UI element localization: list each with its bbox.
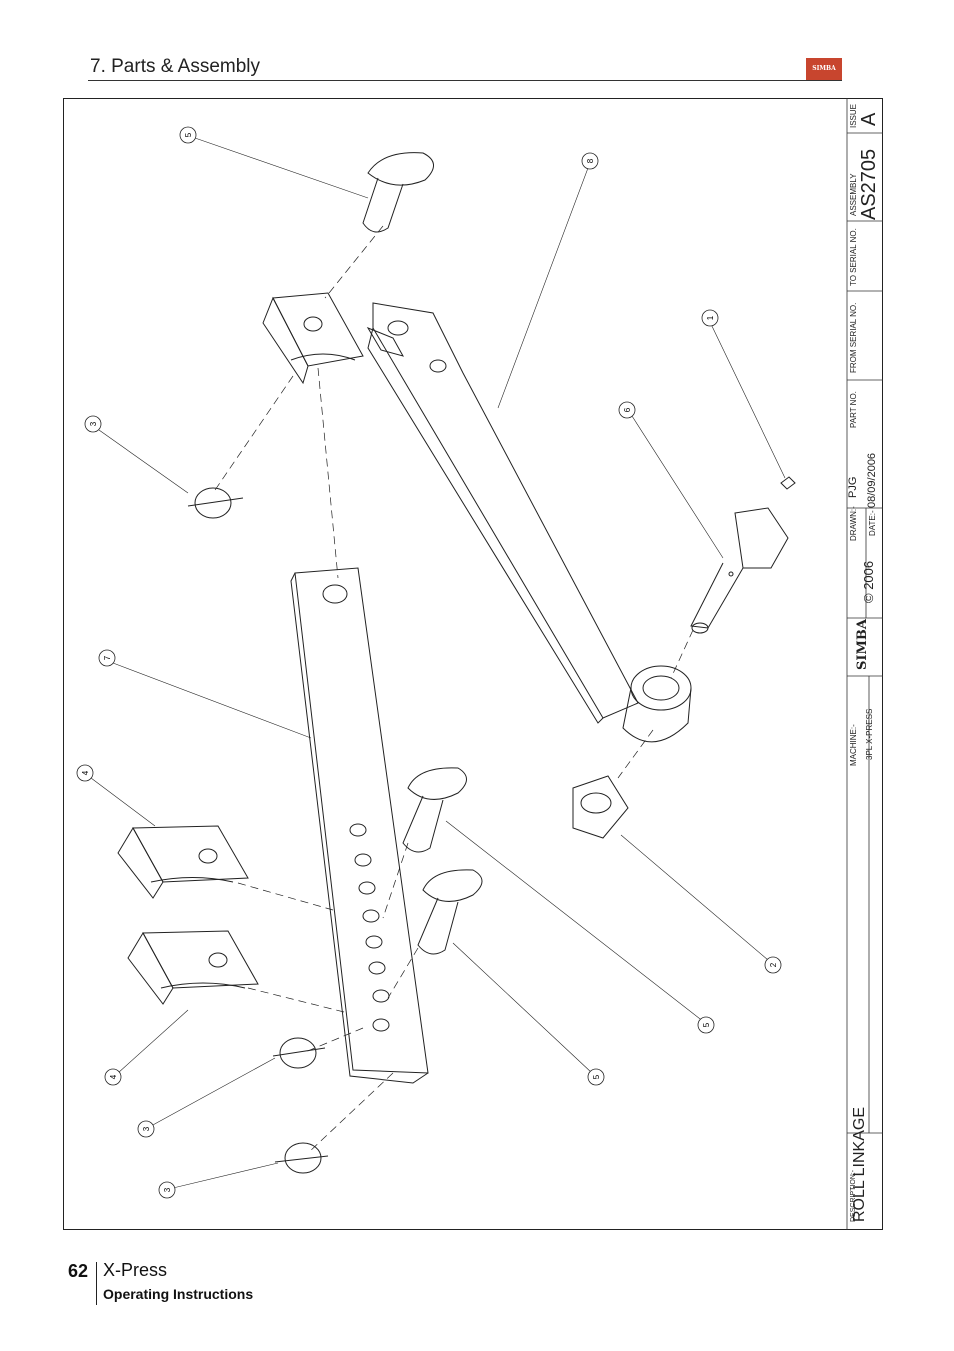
section-title: 7. Parts & Assembly (90, 56, 261, 77)
drawn-label: DRAWN:- (849, 506, 858, 541)
issue-label: ISSUE (849, 104, 858, 128)
svg-text:7: 7 (103, 655, 112, 660)
bolt-part (690, 507, 789, 634)
svg-text:2: 2 (769, 962, 778, 967)
svg-text:3: 3 (163, 1187, 172, 1192)
long-bar-part (290, 567, 429, 1084)
balloon: 3 (84, 415, 102, 433)
boss-part (622, 665, 692, 743)
grease-nipple-part (780, 476, 796, 490)
pin-top-part (362, 152, 434, 233)
description-value: ROLL LINKAGE (851, 1107, 868, 1222)
balloon: 5 (587, 1068, 605, 1086)
svg-text:3: 3 (142, 1126, 151, 1131)
linch-pin-low-part (274, 1142, 329, 1174)
linch-pin-mid-part (272, 1037, 326, 1069)
copyright: © 2006 (861, 561, 876, 603)
part-no-label: PART NO. (849, 391, 858, 428)
linch-pin-top-part (187, 487, 244, 519)
leader-lines (90, 137, 786, 1189)
assembly-value: AS2705 (858, 149, 880, 220)
svg-text:5: 5 (592, 1074, 601, 1079)
drawn-value: PJG (847, 477, 859, 498)
svg-text:1: 1 (706, 315, 715, 320)
parts-drawing (90, 137, 796, 1189)
clevis-top-part (262, 292, 364, 385)
from-serial-label: FROM SERIAL NO. (849, 303, 858, 373)
assembly-label: ASSEMBLY (849, 173, 858, 216)
clevis-lower-part (127, 930, 259, 1005)
footer-divider (96, 1262, 97, 1305)
balloon: 2 (764, 956, 782, 974)
balloon: 3 (158, 1181, 176, 1199)
clevis-upper-part (117, 825, 249, 899)
balloon: 8 (581, 152, 599, 170)
header-rule (88, 80, 842, 81)
balloon: 4 (104, 1068, 122, 1086)
balloon: 1 (701, 309, 719, 327)
link-arm-part (366, 302, 639, 724)
product-name: X-Press (103, 1260, 168, 1280)
drawing-frame (63, 98, 883, 1230)
balloon: 5 (697, 1016, 715, 1034)
svg-text:5: 5 (702, 1022, 711, 1027)
title-block (846, 98, 883, 1230)
svg-text:3: 3 (89, 421, 98, 426)
document-subtitle: Operating Instructions (103, 1286, 254, 1302)
svg-text:8: 8 (586, 158, 595, 163)
to-serial-label: TO SERIAL NO. (849, 228, 858, 286)
machine-label: MACHINE:- (849, 724, 858, 766)
brand-logo: SIMBA (855, 618, 870, 670)
machine-value: 3PL X-PRESS (865, 709, 874, 760)
assembly-lines (212, 225, 694, 1154)
svg-text:4: 4 (109, 1074, 118, 1079)
nut-part (572, 775, 629, 839)
balloon: 5 (179, 126, 197, 144)
issue-value: A (858, 112, 880, 126)
balloon: 4 (76, 764, 94, 782)
svg-text:6: 6 (623, 407, 632, 412)
balloon: 7 (98, 649, 116, 667)
balloon: 3 (137, 1120, 155, 1138)
simba-logo: SIMBA (806, 58, 842, 80)
description-label: DESCRIPTION:- (850, 1169, 857, 1222)
assembly-drawing: ROLL LINKAGE DESCRIPTION:- MACHINE:- 3PL… (63, 98, 883, 1230)
pin-low-part (417, 869, 483, 955)
date-label: DATE:- (868, 510, 877, 536)
pin-mid-part (402, 767, 467, 853)
date-value: 08/09/2006 (866, 453, 878, 508)
page-number: 62 (68, 1261, 89, 1281)
svg-text:5: 5 (184, 132, 193, 137)
balloons: 5 8 1 6 3 7 4 2 5 5 4 3 3 (76, 126, 782, 1199)
svg-text:4: 4 (81, 770, 90, 775)
balloon: 6 (618, 401, 636, 419)
